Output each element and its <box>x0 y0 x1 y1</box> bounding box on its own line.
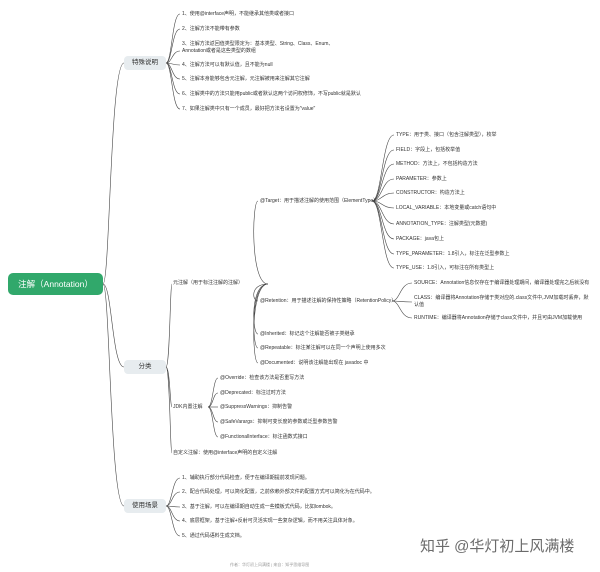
special-item-4: 4、注解方法可以有默认值，且不能为null <box>182 62 273 68</box>
link-root-classify <box>102 283 125 368</box>
custom-annotation-label: 自定义注解：使用@interface声明的自定义注解 <box>173 450 278 456</box>
inherited-label: @Inherited：标记这个注解能否被子类继承 <box>260 331 355 337</box>
special-item-3: 3、注解方法返回值类型限定为：基本类型、String、Class、Enum、 <box>182 41 334 47</box>
target-item-field: FIELD：字段上，包括枚举值 <box>396 147 461 153</box>
jdk-item-deprecated: @Deprecated：标注过时方法 <box>220 390 286 396</box>
zhihu-watermark: 知乎 @华灯初上风满楼 <box>420 538 575 555</box>
target-item-constructor: CONSTRUCTOR：构造方法上 <box>396 190 465 196</box>
jdk-item-functionalinterface: @FunctionalInterface：标注函数式接口 <box>220 434 308 440</box>
topic-special[interactable]: 特殊说明 <box>124 56 166 70</box>
jdk-builtin-label: JDK内置注解 <box>173 404 203 410</box>
retention-runtime: RUNTIME：编译器将Annotation存储于class文件中，并且可由JV… <box>414 315 583 321</box>
target-item-local-variable: LOCAL_VARIABLE：本地变量或catch语句中 <box>396 205 497 211</box>
target-item-type-use: TYPE_USE：1.8引入，可标注在所有类型上 <box>396 265 495 271</box>
target-item-parameter: PARAMETER：参数上 <box>396 176 447 182</box>
target-item-annotation-type: ANNOTATION_TYPE：注解类型(元数据) <box>396 221 488 227</box>
repeatable-label: @Repeatable：标注某注解可以在同一个声明上使用多次 <box>260 345 386 351</box>
target-item-method: METHOD：方法上，不包括构造方法 <box>396 161 478 167</box>
retention-class: CLASS：编译器将Annotation存储于类对应的.class文件中,JVM… <box>414 295 589 301</box>
retention-class-cont: 认值 <box>414 302 425 308</box>
meta-annotation-label: 元注解（用于标注注解的注解） <box>173 280 244 286</box>
footer-credit: 作者：华灯初上风满楼 | 来自：知乎思维导图 <box>230 562 310 567</box>
documented-label: @Documented：说明该注解能出现在 javadoc 中 <box>260 360 369 366</box>
special-item-7: 7、如果注解类中只有一个成员，最好把方法名设置为"value" <box>182 106 316 112</box>
retention-label: @Retention：用于描述注解的保持性策略（RetentionPolicy） <box>260 298 397 304</box>
target-item-type: TYPE：用于类、接口（包含注解类型），枚举 <box>396 132 497 138</box>
usage-item-5: 5、通过代码语料生成文档。 <box>182 533 245 539</box>
usage-item-1: 1、辅助执行部分代码检查，便于在编译期提前发现问题。 <box>182 475 310 481</box>
link-root-special <box>102 62 125 285</box>
jdk-item-suppresswarnings: @SuppressWarnings：抑制告警 <box>220 404 293 410</box>
special-item-3-cont: Annotation或者是这些类型的数组 <box>182 48 256 54</box>
usage-item-4: 4、底层框架，基于注解+反射可灵活实现一些复杂逻辑，而不用关注具体对象。 <box>182 518 358 524</box>
usage-item-3: 3、基于注解，可以在编译期自动生成一些模板式代码，比如lombok。 <box>182 504 336 510</box>
root-node[interactable]: 注解（Annotation） <box>8 273 103 295</box>
special-item-2: 2、注解方法不能带有参数 <box>182 26 240 32</box>
topic-classify[interactable]: 分类 <box>124 360 166 374</box>
jdk-item-override: @Override：检查该方法是否重写方法 <box>220 375 305 381</box>
link-root-usage <box>102 283 125 507</box>
jdk-item-safevarargs: @SafeVarargs：抑制可变长度的参数或泛型参数告警 <box>220 419 338 425</box>
usage-item-2: 2、配合代码处理，可以简化配置，之前依赖外部文件的配置方式可以简化为在代码中。 <box>182 489 375 495</box>
special-item-6: 6、注解类中的方法只能用public或者默认这两个访问权修饰，不写public就… <box>182 91 361 97</box>
special-item-5: 5、注解本身能够包含元注解，元注解被用来注解其它注解 <box>182 76 310 82</box>
target-item-package: PACKAGE：java包上 <box>396 236 444 242</box>
retention-source: SOURCE：Annotation信息仅存在于编译器处理期间，编译器处理完之后就… <box>414 280 590 286</box>
target-item-type-parameter: TYPE_PARAMETER：1.8引入，标注在泛型参数上 <box>396 251 510 257</box>
special-item-1: 1、使用@interface声明，不能继承其他类或者接口 <box>182 11 295 17</box>
target-label: @Target：用于描述注解的使用范围（ElementType） <box>260 198 379 204</box>
topic-usage[interactable]: 使用场景 <box>124 499 166 513</box>
